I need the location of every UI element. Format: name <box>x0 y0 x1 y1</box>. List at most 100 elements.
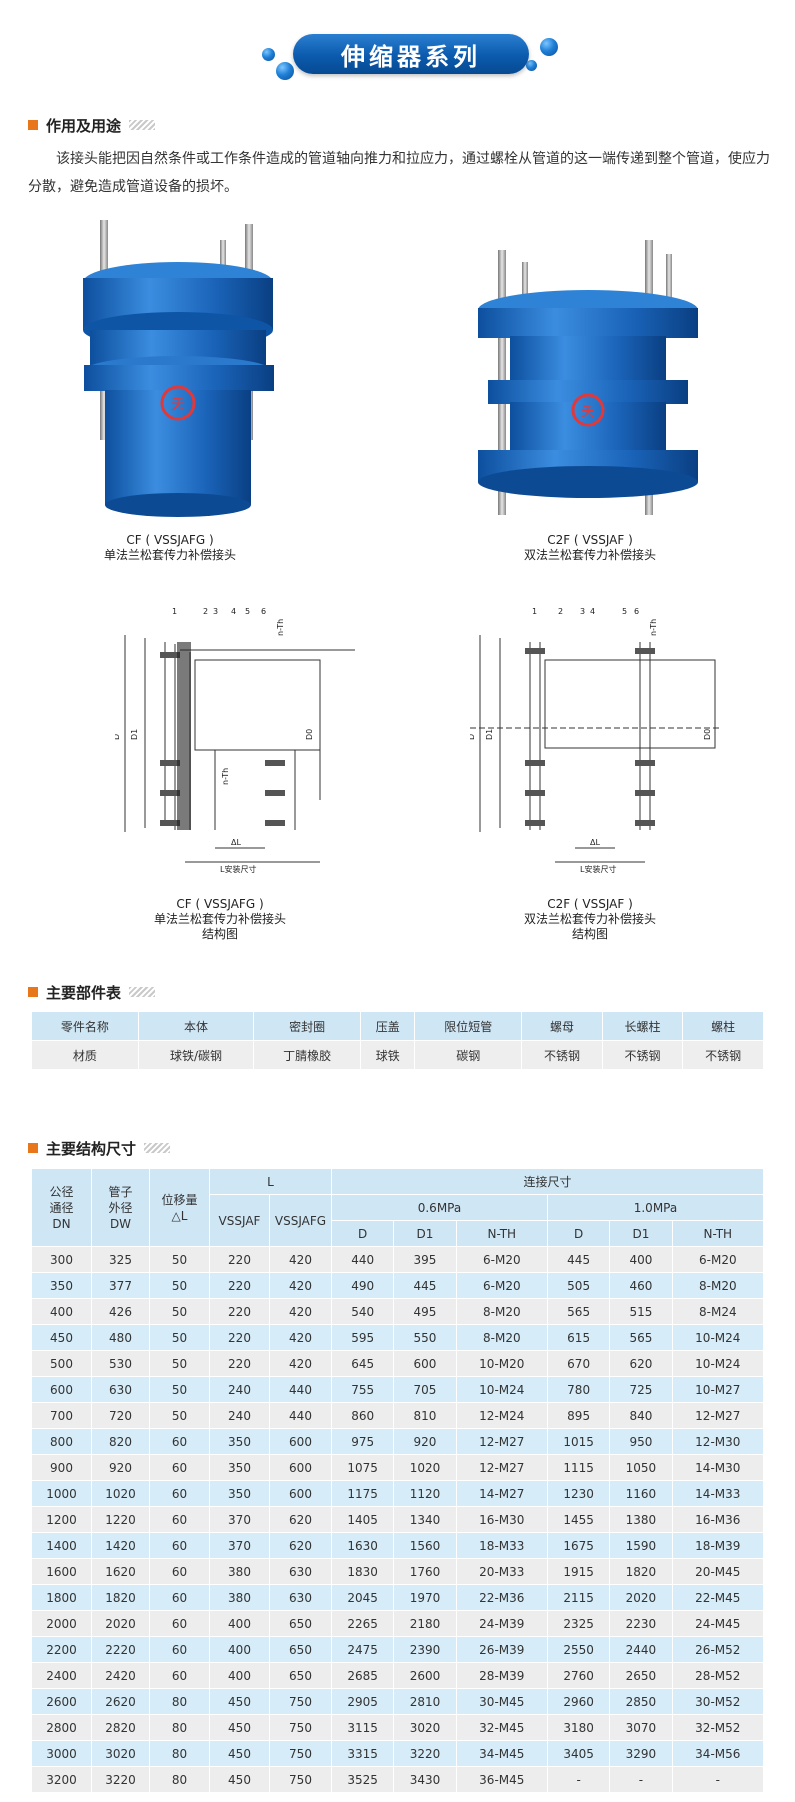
table-cell: 2620 <box>91 1688 150 1715</box>
dim-label: n-Th <box>649 619 658 636</box>
table-cell: 2200 <box>31 1636 92 1663</box>
table-cell: 840 <box>609 1402 673 1429</box>
table-cell: 450 <box>209 1766 270 1793</box>
usage-description: 该接头能把因自然条件或工作条件造成的管道轴向推力和拉应力，通过螺栓从管道的这一端… <box>28 151 770 195</box>
table-cell: 1590 <box>609 1532 673 1559</box>
header-connection: 连接尺寸 <box>331 1168 764 1195</box>
table-cell: 60 <box>149 1428 210 1455</box>
table-cell: 1830 <box>330 1558 395 1585</box>
table-cell: 445 <box>546 1246 611 1273</box>
dim-label: D0 <box>305 729 314 740</box>
table-cell: 2000 <box>31 1610 92 1637</box>
table-cell: 620 <box>269 1506 332 1533</box>
table-cell: 6-M20 <box>455 1246 548 1273</box>
table-cell: 1120 <box>393 1480 457 1507</box>
table-cell: 515 <box>609 1298 673 1325</box>
table-cell: 1560 <box>393 1532 457 1559</box>
table-cell: 420 <box>269 1246 332 1273</box>
table-cell: 50 <box>149 1350 210 1377</box>
product-code: C2F ( VSSJAF ) <box>547 533 633 547</box>
table-cell: 60 <box>149 1610 210 1637</box>
table-cell: 3315 <box>330 1740 395 1767</box>
table-cell: 密封圈 <box>253 1011 361 1041</box>
table-cell: 60 <box>149 1454 210 1481</box>
table-cell: 530 <box>91 1350 150 1377</box>
table-cell: 600 <box>269 1480 332 1507</box>
section-header-dimensions: 主要结构尺寸 <box>28 1137 171 1159</box>
header-vssjafg: VSSJAFG <box>269 1194 332 1247</box>
table-cell: 8-M20 <box>455 1298 548 1325</box>
table-cell: 10-M27 <box>671 1376 765 1403</box>
dim-label: D1 <box>485 729 494 740</box>
table-cell: 2905 <box>330 1688 395 1715</box>
table-cell: 2800 <box>31 1714 92 1741</box>
table-cell: 80 <box>149 1714 210 1741</box>
table-cell: 600 <box>393 1350 457 1377</box>
table-cell: - <box>609 1766 673 1793</box>
table-cell: 6-M20 <box>455 1272 548 1299</box>
part-label: 3 <box>580 607 585 616</box>
table-cell: 920 <box>393 1428 457 1455</box>
table-cell: 1455 <box>546 1506 611 1533</box>
table-cell: 450 <box>209 1688 270 1715</box>
dim-label: D <box>115 734 121 740</box>
product-name: 双法兰松套传力补偿接头 <box>523 548 656 562</box>
header-nth: N-TH <box>671 1220 765 1247</box>
dim-label: n-Th <box>221 768 230 785</box>
table-cell: 1800 <box>31 1584 92 1611</box>
table-cell: 限位短管 <box>414 1011 523 1041</box>
table-cell: 750 <box>269 1740 332 1767</box>
table-cell: 350 <box>209 1454 270 1481</box>
product-photo-c2f: 夭 <box>478 240 698 515</box>
table-cell: 60 <box>149 1636 210 1663</box>
table-cell: 3115 <box>330 1714 395 1741</box>
header-dw: 管子 外径 DW <box>91 1168 150 1247</box>
drawing-caption-c2f: C2F ( VSSJAF ) 双法兰松套传力补偿接头 结构图 <box>470 897 710 942</box>
table-cell: 不锈钢 <box>682 1040 764 1070</box>
table-cell: 440 <box>269 1402 332 1429</box>
table-cell: 1620 <box>91 1558 150 1585</box>
table-cell: 2850 <box>609 1688 673 1715</box>
table-cell: 2550 <box>546 1636 611 1663</box>
part-label: 5 <box>622 607 627 616</box>
table-cell: 2045 <box>330 1584 395 1611</box>
table-cell: 400 <box>209 1662 270 1689</box>
drawing-code: C2F ( VSSJAF ) <box>547 897 633 911</box>
table-cell: 220 <box>209 1324 270 1351</box>
table-cell: 490 <box>330 1272 395 1299</box>
header-dl: 位移量 △L <box>149 1168 210 1247</box>
table-cell: 球铁/碳钢 <box>137 1040 255 1070</box>
page-title: 伸缩器系列 <box>341 42 481 71</box>
header-l: L <box>209 1168 332 1195</box>
table-cell: 18-M33 <box>455 1532 548 1559</box>
table-cell: 440 <box>269 1376 332 1403</box>
table-cell: 10-M20 <box>455 1350 548 1377</box>
table-cell: 950 <box>609 1428 673 1455</box>
section-title: 主要部件表 <box>46 983 122 1002</box>
table-cell: 32-M52 <box>671 1714 765 1741</box>
orange-square-icon <box>28 120 38 130</box>
table-cell: 460 <box>609 1272 673 1299</box>
parts-table: 零件名称 本体 密封圈 压盖 限位短管 螺母 长螺柱 螺柱 材质 球铁/碳钢 丁… <box>31 1011 764 1070</box>
section-header-parts: 主要部件表 <box>28 981 156 1003</box>
table-cell: 595 <box>330 1324 395 1351</box>
table-cell: 3020 <box>91 1740 150 1767</box>
bubble-decoration <box>526 60 537 71</box>
table-cell: 80 <box>149 1740 210 1767</box>
table-cell: 300 <box>31 1246 92 1273</box>
table-cell: 2220 <box>91 1636 150 1663</box>
table-cell: 3290 <box>609 1740 673 1767</box>
table-cell: 420 <box>269 1350 332 1377</box>
table-cell: 2115 <box>546 1584 611 1611</box>
table-cell: 20-M33 <box>455 1558 548 1585</box>
table-cell: 3200 <box>31 1766 92 1793</box>
table-cell: 螺柱 <box>682 1011 764 1041</box>
drawing-caption-cf: CF ( VSSJAFG ) 单法兰松套传力补偿接头 结构图 <box>100 897 340 942</box>
table-cell: 480 <box>91 1324 150 1351</box>
table-cell: 420 <box>269 1298 332 1325</box>
